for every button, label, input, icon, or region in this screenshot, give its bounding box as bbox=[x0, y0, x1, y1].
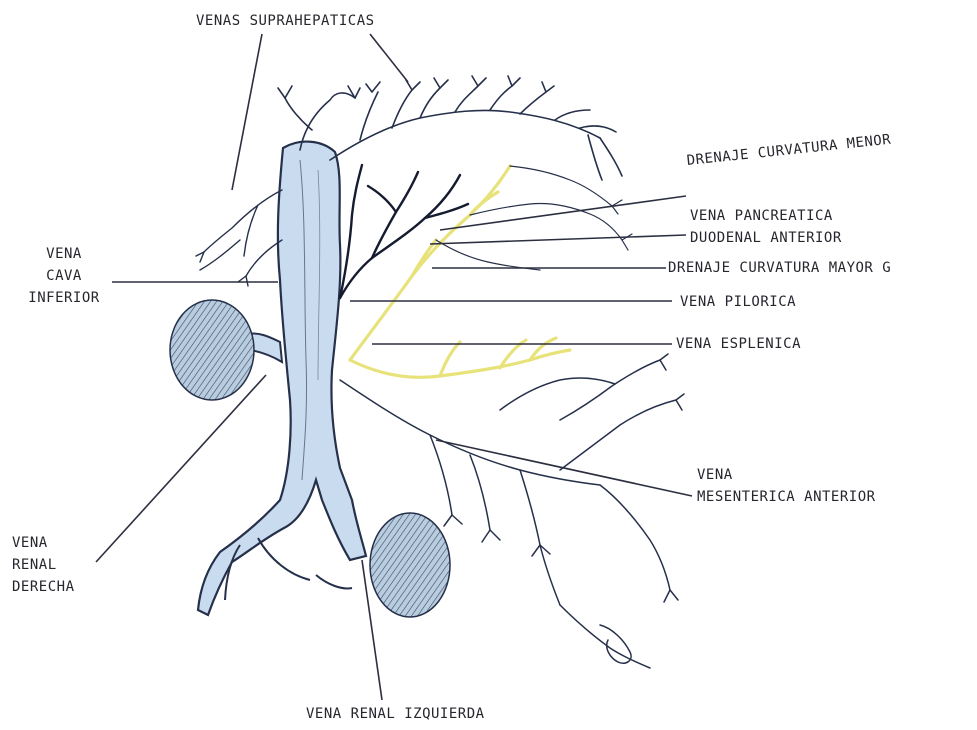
label-vena-cava-inferior: VENA CAVA INFERIOR bbox=[14, 243, 114, 309]
left-kidney bbox=[370, 513, 450, 617]
label-vena-renal-derecha-line2: RENAL bbox=[12, 554, 75, 576]
label-vena-renal-izquierda: VENA RENAL IZQUIERDA bbox=[306, 703, 485, 725]
label-vena-mesenterica-line1: VENA bbox=[697, 464, 876, 486]
label-vena-pancreatica-line2: DUODENAL ANTERIOR bbox=[690, 227, 842, 249]
label-vena-esplenica: VENA ESPLENICA bbox=[676, 333, 801, 355]
label-vena-cava-inferior-line1: VENA bbox=[14, 243, 114, 265]
label-vena-pancreatica-duodenal-anterior: VENA PANCREATICA DUODENAL ANTERIOR bbox=[690, 205, 842, 249]
leader-venas-suprahepaticas-left bbox=[232, 34, 262, 190]
label-venas-suprahepaticas: VENAS SUPRAHEPATICAS bbox=[196, 10, 375, 32]
leader-venas-suprahepaticas-right bbox=[370, 34, 408, 82]
leader-vena-renal-derecha bbox=[96, 375, 266, 562]
label-vena-mesenterica-anterior: VENA MESENTERICA ANTERIOR bbox=[697, 464, 876, 508]
label-vena-renal-derecha-line3: DERECHA bbox=[12, 576, 75, 598]
right-kidney bbox=[170, 300, 254, 400]
portal-dark-vessels bbox=[340, 165, 468, 298]
label-vena-renal-derecha-line1: VENA bbox=[12, 532, 75, 554]
label-vena-pancreatica-line1: VENA PANCREATICA bbox=[690, 205, 842, 227]
label-vena-renal-derecha: VENA RENAL DERECHA bbox=[12, 532, 75, 598]
left-side-branches bbox=[196, 190, 282, 286]
label-drenaje-curvatura-mayor: DRENAJE CURVATURA MAYOR G bbox=[668, 257, 891, 279]
leader-vena-pancreatica bbox=[430, 235, 686, 244]
label-vena-cava-inferior-line3: INFERIOR bbox=[14, 287, 114, 309]
label-vena-cava-inferior-line2: CAVA bbox=[14, 265, 114, 287]
label-vena-pilorica: VENA PILORICA bbox=[680, 291, 796, 313]
mesenteric-branches bbox=[340, 354, 684, 668]
label-vena-mesenterica-line2: MESENTERICA ANTERIOR bbox=[697, 486, 876, 508]
